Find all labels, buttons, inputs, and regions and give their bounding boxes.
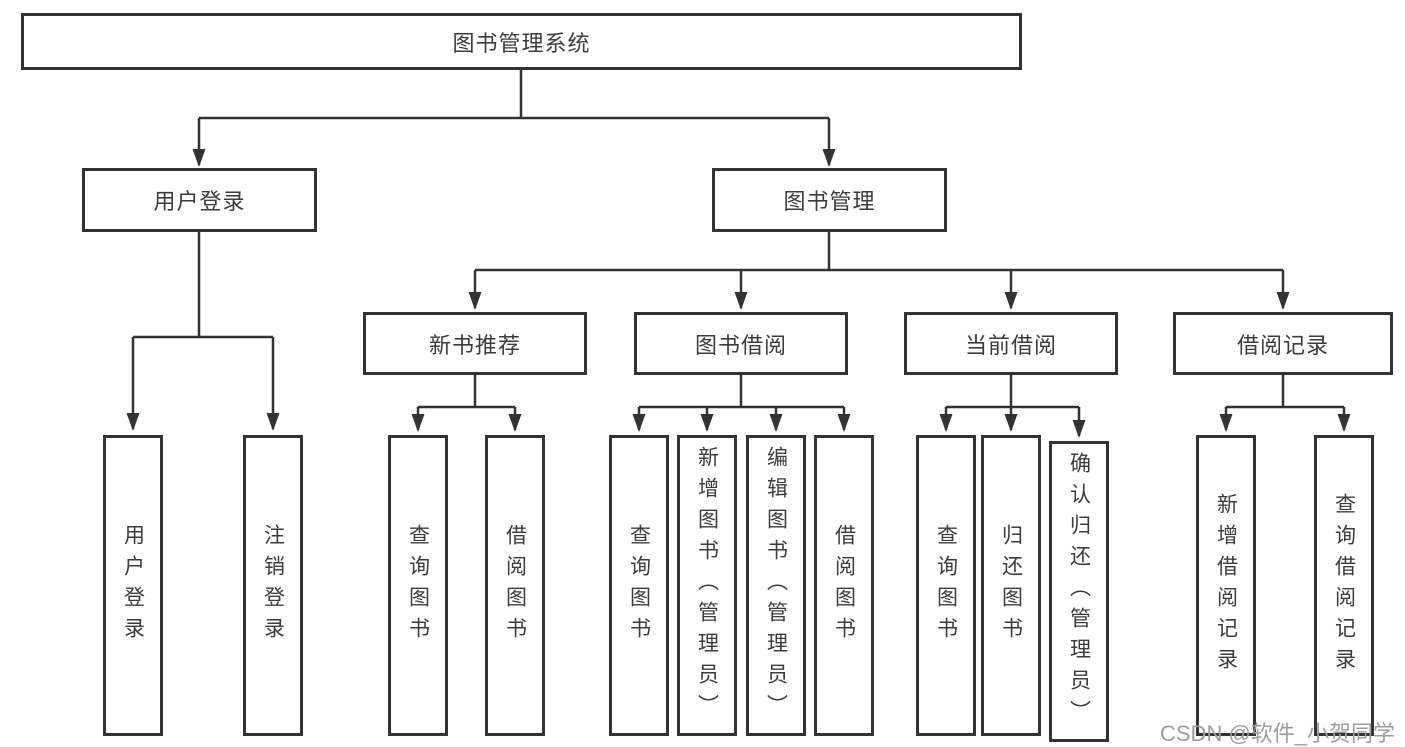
leaf-return-books: 归还图书 [981,435,1041,736]
leaf-label: 新增图书（管理员） [695,446,719,725]
leaf-edit-book-admin: 编辑图书（管理员） [746,435,806,736]
node-new-book-recommendation: 新书推荐 [363,312,587,375]
watermark-text: CSDN @软件_小贺同学 [1160,721,1396,746]
leaf-user-login: 用户登录 [103,435,163,736]
node-user-login: 用户登录 [82,168,317,232]
leaf-label: 确认归还（管理员） [1067,452,1091,731]
leaf-label: 注销登录 [261,523,285,648]
node-library-system: 图书管理系统 [21,13,1022,70]
node-label: 图书借阅 [694,332,787,358]
leaf-label: 查询图书 [934,523,958,648]
node-label: 图书管理 [783,189,876,214]
leaf-logout: 注销登录 [243,435,303,736]
leaf-query-borrow-record: 查询借阅记录 [1314,435,1374,736]
node-book-management: 图书管理 [712,168,947,232]
node-current-borrowing: 当前借阅 [904,312,1118,375]
leaf-borrow-books-recommend: 借阅图书 [485,435,545,736]
leaf-label: 编辑图书（管理员） [764,446,788,725]
leaf-borrow-books-borrowing: 借阅图书 [814,435,874,736]
leaf-add-borrow-record: 新增借阅记录 [1196,435,1256,736]
leaf-add-book-admin: 新增图书（管理员） [677,435,737,736]
leaf-label: 查询图书 [627,523,651,648]
node-book-borrowing: 图书借阅 [634,312,848,375]
leaf-query-books-current: 查询图书 [916,435,976,736]
leaf-label: 借阅图书 [503,523,527,648]
leaf-label: 借阅图书 [832,523,856,648]
node-label: 用户登录 [153,189,246,214]
node-label: 当前借阅 [964,332,1057,358]
leaf-label: 归还图书 [999,523,1023,648]
leaf-query-books-recommend: 查询图书 [388,435,448,736]
leaf-confirm-return-admin: 确认归还（管理员） [1049,441,1109,742]
leaf-label: 新增借阅记录 [1214,492,1238,679]
node-label: 图书管理系统 [452,30,591,56]
leaf-label: 查询图书 [406,523,430,648]
leaf-query-books-borrowing: 查询图书 [609,435,669,736]
node-label: 借阅记录 [1236,332,1329,358]
node-label: 新书推荐 [428,332,521,358]
node-borrowing-records: 借阅记录 [1173,312,1393,375]
leaf-label: 用户登录 [121,523,145,648]
leaf-label: 查询借阅记录 [1332,492,1356,679]
